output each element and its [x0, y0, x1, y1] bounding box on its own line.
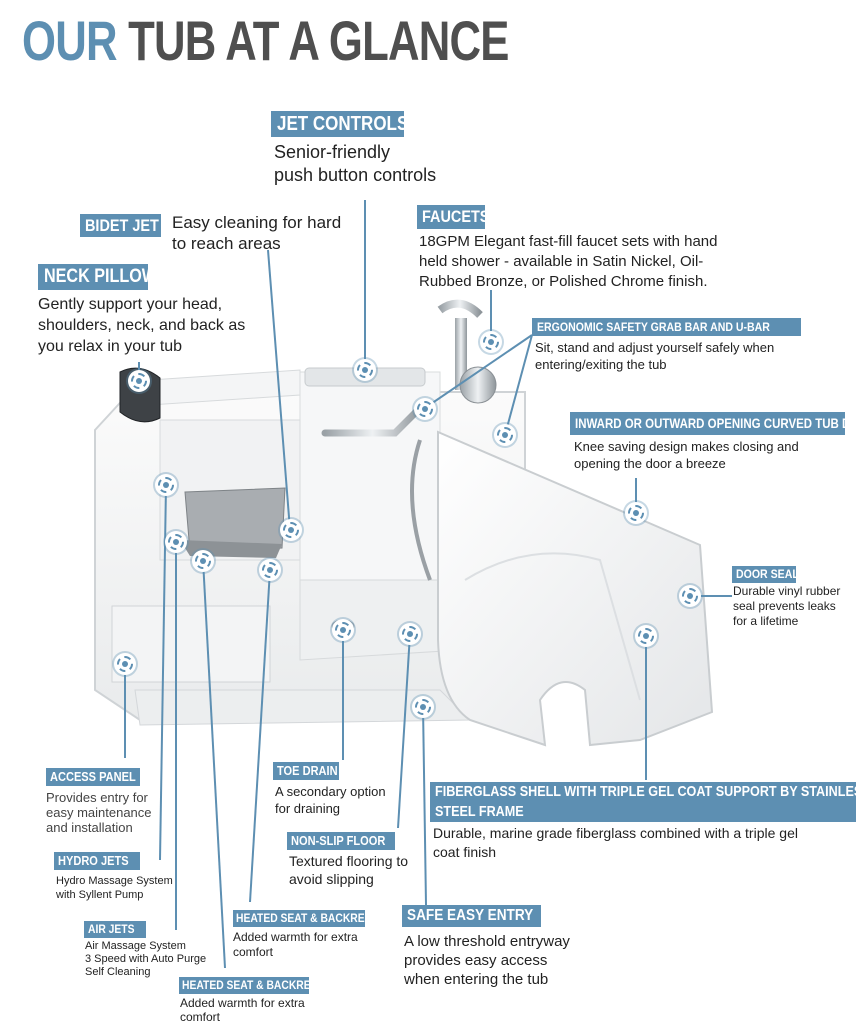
door-seal-hotspot [679, 585, 701, 607]
tub-door-text: Knee saving design makes closing and ope… [574, 439, 799, 471]
grab-bar-label: ERGONOMIC SAFETY GRAB BAR AND U-BAR [532, 318, 801, 336]
door-seal-label: DOOR SEAL [732, 566, 796, 583]
access-panel-text: Provides entry for easy maintenance and … [46, 790, 152, 835]
bidet-jet-text: Easy cleaning for hard to reach areas [172, 213, 342, 253]
fiberglass-text: Durable, marine grade fiberglass combine… [433, 825, 798, 860]
toe-drain-text: A secondary option for draining [275, 784, 386, 816]
bidet-jet-label: BIDET JET [80, 214, 161, 237]
non-slip-floor-hotspot [399, 623, 421, 645]
faucet-hotspot [480, 331, 502, 353]
heated-seat-text-2: Added warmth for extra comfort [180, 996, 305, 1024]
heated-seat-label-1: HEATED SEAT & BACKREST [233, 910, 365, 927]
page-title: OUR TUB AT A GLANCE [22, 8, 509, 73]
tub-door-hotspot [625, 502, 647, 524]
air-jets-label: AIR JETS [84, 921, 146, 938]
safe-entry-label: SAFE EASY ENTRY [402, 905, 541, 927]
safe-entry-hotspot [412, 696, 434, 718]
hydro-jets-label: HYDRO JETS [54, 852, 140, 870]
title-rest: TUB AT A GLANCE [128, 9, 509, 72]
non-slip-floor-label: NON-SLIP FLOOR [287, 832, 395, 850]
neck-pillow-text: Gently support your head, shoulders, nec… [38, 296, 246, 355]
toe-drain-hotspot [332, 619, 354, 641]
access-panel-label: ACCESS PANEL [46, 768, 140, 786]
safe-entry-text: A low threshold entryway provides easy a… [404, 933, 570, 988]
u-bar-hotspot [494, 424, 516, 446]
faucets-label: FAUCETS [417, 205, 485, 229]
access-panel-hotspot [114, 653, 136, 675]
tub-door-label: INWARD OR OUTWARD OPENING CURVED TUB DOO… [570, 412, 845, 435]
neck-pillow-label: NECK PILLOW [38, 264, 148, 290]
title-word-our: OUR [22, 9, 118, 72]
non-slip-floor-text: Textured flooring to avoid slipping [289, 853, 409, 887]
air-jets-text: Air Massage System 3 Speed with Auto Pur… [85, 940, 207, 978]
faucets-text: 18GPM Elegant fast-fill faucet sets with… [419, 233, 718, 290]
hydro-jets-text: Hydro Massage System with Syllent Pump [56, 875, 173, 901]
hydro-jets-hotspot [155, 474, 177, 496]
heated-seat-hotspot-2 [192, 550, 214, 572]
jet-controls-label: JET CONTROLS [271, 111, 404, 137]
jet-controls-text: Senior-friendly push button controls [274, 142, 437, 185]
grab-bar-text: Sit, stand and adjust yourself safely wh… [535, 340, 775, 372]
neck-pillow-hotspot [128, 370, 150, 392]
grab-bar-hotspot [414, 398, 436, 420]
bidet-jet-hotspot [280, 519, 302, 541]
jet-controls-hotspot [354, 359, 376, 381]
heated-seat-hotspot-1 [259, 559, 281, 581]
heated-seat-text-1: Added warmth for extra comfort [233, 930, 358, 959]
toe-drain-label: TOE DRAIN [273, 762, 339, 780]
fiberglass-hotspot [635, 625, 657, 647]
fiberglass-label: FIBERGLASS SHELL WITH TRIPLE GEL COAT SU… [430, 782, 856, 822]
heated-seat-label-2: HEATED SEAT & BACKREST [179, 977, 309, 994]
air-jets-hotspot [165, 531, 187, 553]
door-seal-text: Durable vinyl rubber seal prevents leaks… [733, 584, 841, 628]
